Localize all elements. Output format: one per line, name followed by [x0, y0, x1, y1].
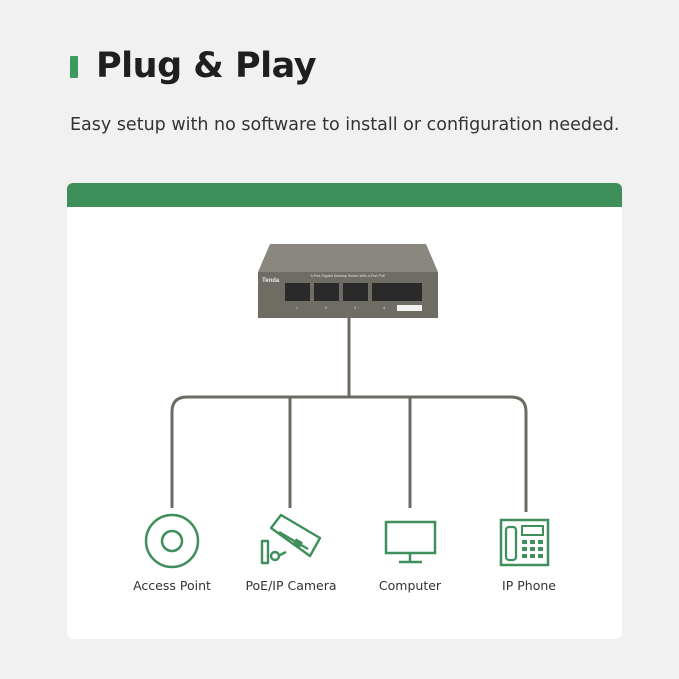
connection-lines	[170, 318, 528, 512]
switch-port	[397, 283, 422, 301]
switch-port-number: 2	[325, 305, 328, 310]
branch-line-outer	[170, 395, 528, 512]
switch-port	[343, 283, 368, 301]
device-label-ip-phone: IP Phone	[502, 578, 556, 593]
switch-port	[314, 283, 339, 301]
switch-ports	[285, 283, 422, 301]
switch-port-number: 1	[296, 305, 299, 310]
device-label-camera: PoE/IP Camera	[245, 578, 337, 593]
switch-port-numbers: 1 2 3 4	[296, 305, 386, 310]
switch-brand: Tenda	[262, 278, 280, 284]
device-label-computer: Computer	[378, 578, 442, 593]
switch-port	[285, 283, 310, 301]
switch-port	[372, 283, 397, 301]
switch-uplink-label	[397, 305, 422, 311]
computer-icon	[384, 520, 437, 564]
phone-icon	[499, 518, 550, 567]
camera-icon	[260, 513, 322, 565]
access-point-icon	[144, 513, 200, 569]
title-accent-bar	[70, 56, 78, 78]
switch-port-number: 4	[383, 305, 386, 310]
switch-device: Tenda 5-Port Gigabit Desktop Switch With…	[258, 244, 438, 318]
page-title: Plug & Play	[96, 46, 317, 86]
switch-top-face	[258, 244, 438, 272]
switch-port-number: 3	[354, 305, 357, 310]
device-label-access-point: Access Point	[133, 578, 211, 593]
card-header-band	[67, 183, 622, 207]
page-subtitle: Easy setup with no software to install o…	[70, 115, 620, 135]
switch-model-text: 5-Port Gigabit Desktop Switch With 4-Por…	[311, 274, 386, 278]
